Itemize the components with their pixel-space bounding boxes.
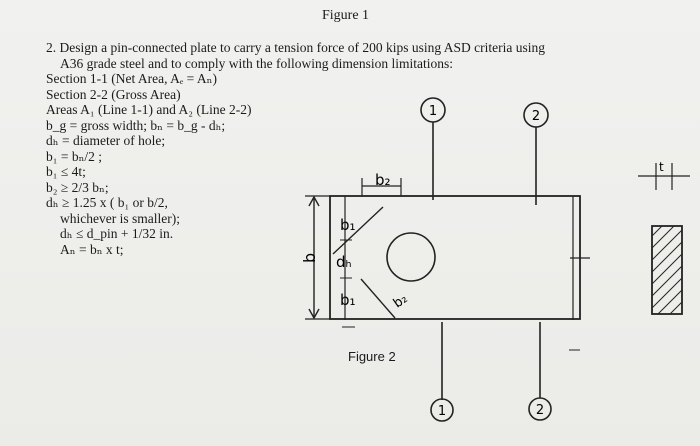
condition-b1: b₁ = bₙ/2 ; xyxy=(46,148,103,164)
problem-text: 2. Design a pin-connected plate to carry… xyxy=(46,40,545,257)
b-label: b xyxy=(300,253,319,263)
dh-label: dₕ xyxy=(336,253,352,271)
problem-statement-line-2: A36 grade steel and to comply with the f… xyxy=(60,55,453,71)
figure2-title: Figure 2 xyxy=(348,349,396,364)
condition-areas: Areas A₁ (Line 1-1) and A₂ (Line 2-2) xyxy=(46,102,252,117)
condition-b1-limit: b₁ ≤ 4t; xyxy=(46,164,86,179)
section-2-marker-top: 2 xyxy=(523,102,549,128)
side-view: t xyxy=(638,160,690,315)
condition-net-area: Aₙ = bₙ x t; xyxy=(60,241,124,257)
condition-dh-min: dₕ ≥ 1.25 x ( b₁ or b/2, xyxy=(46,195,168,210)
b-arrow-top xyxy=(308,195,320,207)
condition-section-1: Section 1-1 (Net Area, Aₑ = Aₙ) xyxy=(46,71,218,86)
b1-label-lower: b₁ xyxy=(340,291,356,309)
bevel-top xyxy=(332,206,384,255)
condition-dh-max: dₕ ≤ d_pin + 1/32 in. xyxy=(60,226,174,241)
svg-text:2: 2 xyxy=(532,109,540,124)
b-arrow-bottom xyxy=(308,308,320,320)
b1-label-upper: b₁ xyxy=(340,216,356,234)
svg-text:1: 1 xyxy=(429,104,437,119)
problem-statement-line-1: 2. Design a pin-connected plate to carry… xyxy=(46,40,545,55)
bevel-bottom xyxy=(360,278,396,319)
b2-label: b₂ xyxy=(375,171,391,189)
condition-section-2: Section 2-2 (Gross Area) xyxy=(46,86,181,102)
section-2-marker-bottom: 2 xyxy=(528,397,552,421)
figure1-title: Figure 1 xyxy=(322,8,370,23)
section-1-marker-bottom: 1 xyxy=(430,398,454,422)
svg-text:1: 1 xyxy=(438,404,446,419)
section-1-marker-top: 1 xyxy=(420,97,446,123)
plate-side-section xyxy=(651,225,683,315)
condition-dh-min-cont: whichever is smaller); xyxy=(60,210,180,226)
condition-gross-width: b_g = gross width; bₙ = b_g - dₕ; xyxy=(46,117,226,133)
t-label: t xyxy=(659,160,664,174)
plate-outline xyxy=(329,195,581,320)
condition-b2-limit: b₂ ≥ 2/3 bₙ; xyxy=(46,179,109,195)
condition-hole-diameter: dₕ = diameter of hole; xyxy=(46,133,166,148)
b2-diagonal-label: b₂ xyxy=(391,291,411,311)
svg-text:2: 2 xyxy=(536,403,544,418)
pin-hole xyxy=(386,232,436,282)
